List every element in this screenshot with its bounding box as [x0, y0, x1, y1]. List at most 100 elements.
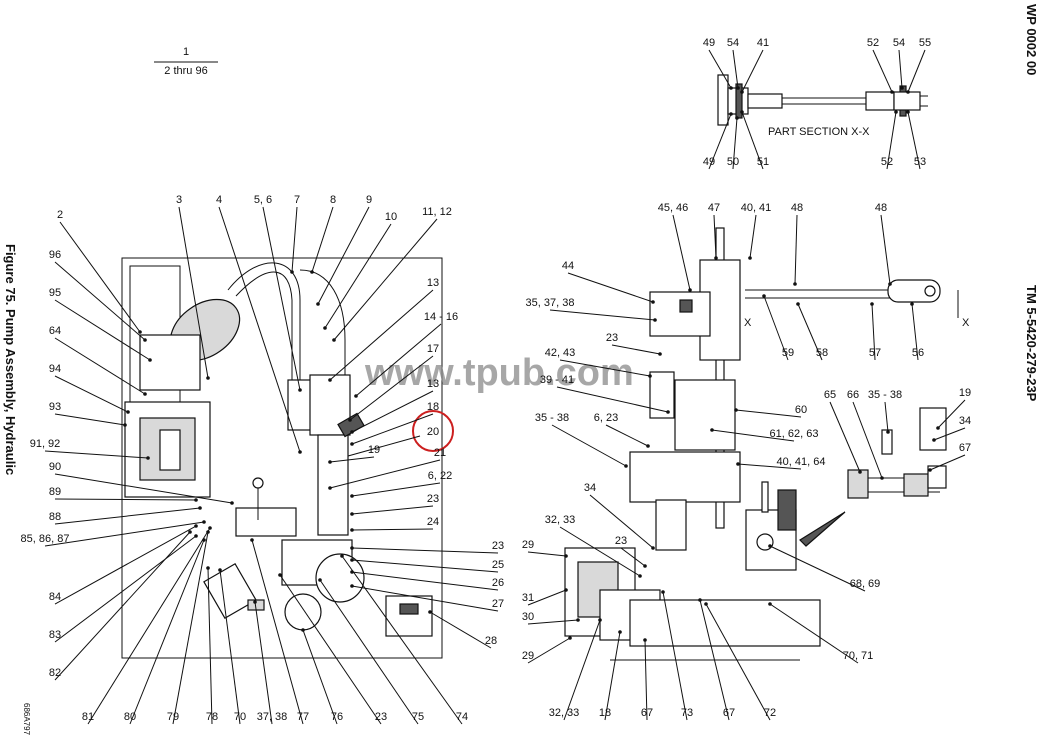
leader-line — [333, 218, 438, 341]
leader-dot — [598, 618, 602, 622]
leader-dot — [218, 568, 222, 572]
callout-label: 70 — [234, 711, 246, 723]
callout-label: 24 — [427, 516, 439, 528]
callout-label: 47 — [708, 202, 720, 214]
callout-label: 37, 38 — [257, 711, 288, 723]
leader-dot — [710, 428, 714, 432]
callout-label: 13 — [427, 378, 439, 390]
callout-label: 17 — [427, 343, 439, 355]
leader-line — [672, 214, 691, 291]
leader-line — [907, 111, 921, 170]
callout-label: 25 — [492, 559, 504, 571]
leader-line — [54, 473, 233, 504]
leader-line — [708, 113, 732, 170]
leader-dot — [858, 470, 862, 474]
callout-label-highlighted: 20 — [427, 426, 439, 438]
leader-dot — [332, 338, 336, 342]
callout-label: 50 — [727, 156, 739, 168]
leader-line — [737, 463, 802, 470]
wp-code: WP 0002 00 — [1024, 4, 1039, 75]
leader-dot — [796, 302, 800, 306]
leader-line — [291, 206, 298, 273]
callout-label: 32, 33 — [549, 707, 580, 719]
leader-dot — [906, 90, 910, 94]
leader-line — [872, 49, 893, 93]
leader-dot — [568, 636, 572, 640]
leader-dot — [230, 501, 234, 505]
leader-dot — [340, 554, 344, 558]
leader-dot — [328, 486, 332, 490]
leader-line — [351, 390, 434, 433]
leader-line — [302, 629, 338, 725]
callout-label: 14 - 16 — [424, 311, 458, 323]
leader-dot — [793, 282, 797, 286]
callout-label: 88 — [49, 511, 61, 523]
leader-dot — [653, 318, 657, 322]
leader-line — [54, 375, 129, 413]
leader-dot — [123, 423, 127, 427]
callout-label: 57 — [869, 347, 881, 359]
leader-dot — [348, 418, 352, 422]
leader-dot — [318, 578, 322, 582]
leader-line — [705, 603, 771, 721]
drawing-code: 686A797 — [22, 703, 31, 735]
leader-line — [907, 49, 926, 93]
leader-line — [349, 355, 434, 421]
leader-line — [527, 637, 571, 664]
leader-line — [769, 603, 859, 664]
callout-label: 29 — [522, 539, 534, 551]
leader-line — [551, 424, 627, 467]
leader-line — [129, 539, 205, 725]
leader-dot — [278, 573, 282, 577]
leader-line — [549, 309, 656, 321]
callout-label: 76 — [331, 711, 343, 723]
leader-line — [559, 526, 641, 577]
leader-dot — [143, 392, 147, 396]
callout-label: 9 — [366, 194, 372, 206]
callout-label: 73 — [681, 707, 693, 719]
callout-label: 32, 33 — [545, 514, 576, 526]
callout-label: 40, 41, 64 — [777, 456, 826, 468]
leader-dot — [350, 528, 354, 532]
callout-label: 40, 41 — [741, 202, 772, 214]
leader-dot — [576, 618, 580, 622]
callout-label: 78 — [206, 711, 218, 723]
callout-label: 21 — [434, 447, 446, 459]
callout-label: 67 — [641, 707, 653, 719]
leader-dot — [194, 524, 198, 528]
callout-label: 11, 12 — [422, 206, 452, 218]
callout-label: 23 — [427, 493, 439, 505]
callout-label: 95 — [49, 287, 61, 299]
leader-line — [611, 344, 661, 355]
leader-line — [351, 585, 499, 612]
leader-line — [341, 555, 463, 725]
callout-label: 77 — [297, 711, 309, 723]
leader-dot — [624, 464, 628, 468]
leader-dot — [126, 410, 130, 414]
leader-line — [207, 567, 213, 725]
leader-dot — [886, 430, 890, 434]
callout-label: 6, 22 — [428, 470, 452, 482]
callout-label: 49 — [703, 156, 715, 168]
leader-dot — [648, 374, 652, 378]
leader-dot — [910, 302, 914, 306]
callout-label: 35, 37, 38 — [526, 297, 575, 309]
index-key-bottom: 2 thru 96 — [164, 65, 207, 77]
leader-line — [59, 221, 141, 333]
leader-line — [311, 206, 334, 273]
leader-line — [44, 450, 149, 459]
callout-label: 75 — [412, 711, 424, 723]
leader-dot — [148, 358, 152, 362]
callout-label: 19 — [368, 444, 380, 456]
leader-line — [732, 117, 738, 170]
callout-label: 27 — [492, 598, 504, 610]
leader-line — [559, 359, 651, 377]
callout-label: 58 — [816, 347, 828, 359]
leader-dot — [208, 526, 212, 530]
callout-label: 8 — [330, 194, 336, 206]
callout-highlight-circle — [412, 410, 454, 452]
leader-dot — [894, 110, 898, 114]
leader-dot — [906, 110, 910, 114]
